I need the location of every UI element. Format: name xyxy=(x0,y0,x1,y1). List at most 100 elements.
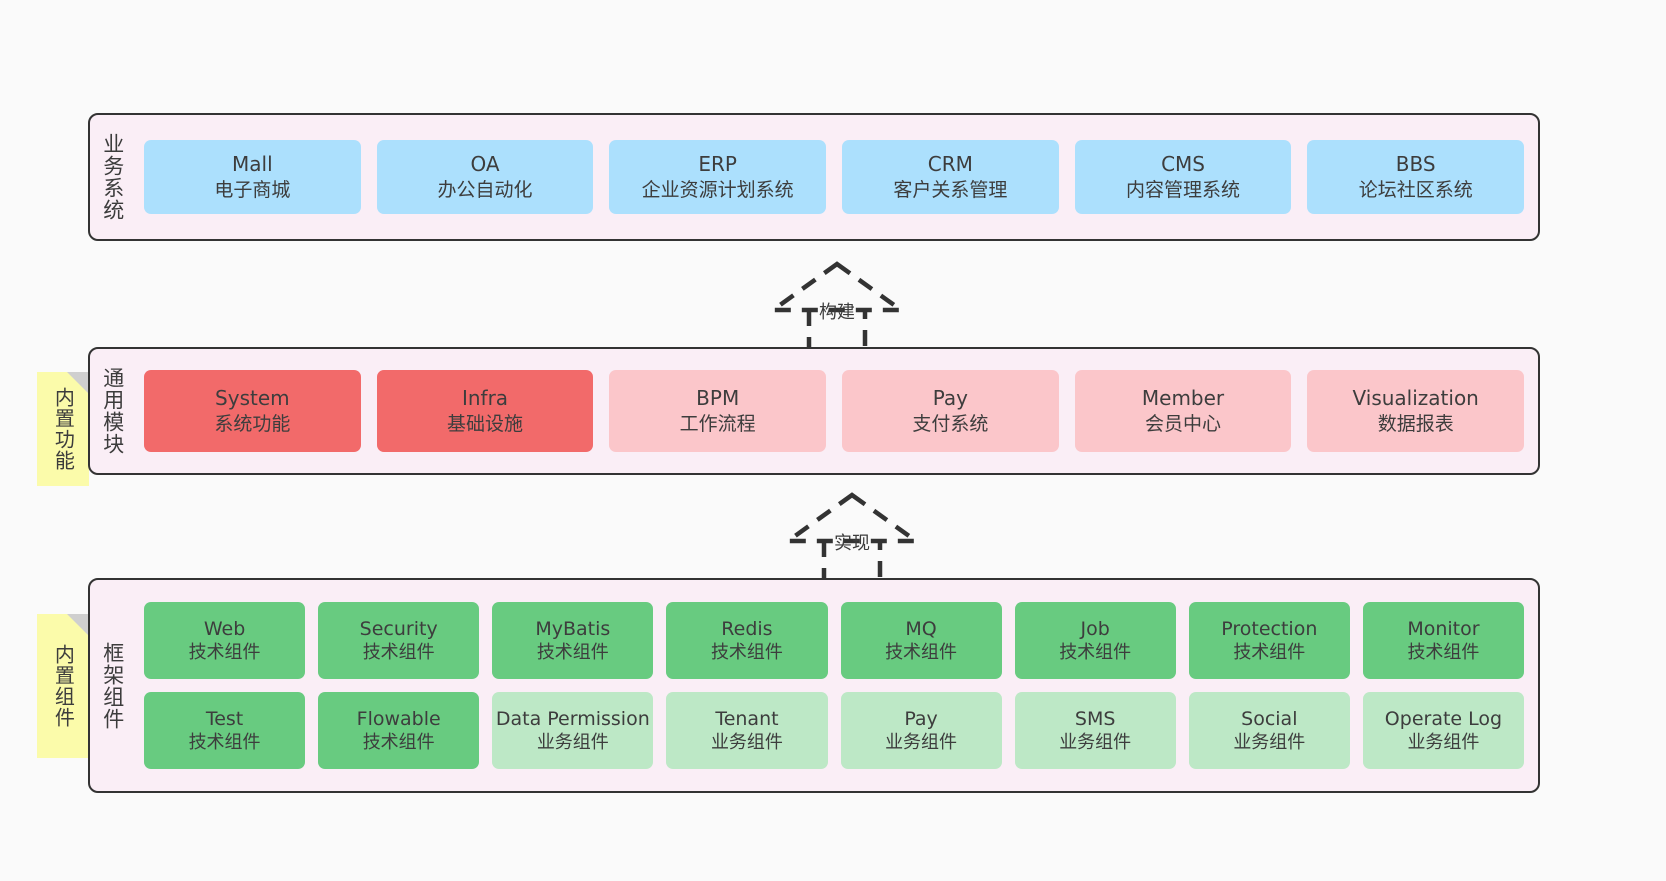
node-oa-en: OA xyxy=(470,152,500,177)
node-bpm-cn: 工作流程 xyxy=(679,412,756,435)
node-mybatis[interactable]: MyBatis 技术组件 xyxy=(492,602,654,679)
node-operate-log-en: Operate Log xyxy=(1384,707,1503,730)
framework-row-technical: Web 技术组件 Security 技术组件 MyBatis 技术组件 Redi… xyxy=(144,602,1524,679)
node-operate-log-cn: 业务组件 xyxy=(1407,732,1480,754)
node-sms-cn: 业务组件 xyxy=(1059,732,1132,754)
node-flowable-cn: 技术组件 xyxy=(362,732,435,754)
node-crm-cn: 客户关系管理 xyxy=(893,178,1008,201)
node-bbs-cn: 论坛社区系统 xyxy=(1358,178,1473,201)
note-builtin-components: 内置组件 xyxy=(37,614,89,758)
node-visualization-cn: 数据报表 xyxy=(1377,412,1454,435)
node-bbs[interactable]: BBS 论坛社区系统 xyxy=(1307,140,1525,214)
connector-realize-arrow: 实现 xyxy=(762,489,942,587)
node-bpm-en: BPM xyxy=(696,386,740,411)
node-visualization[interactable]: Visualization 数据报表 xyxy=(1307,370,1525,452)
node-mq[interactable]: MQ 技术组件 xyxy=(840,602,1002,679)
node-flowable[interactable]: Flowable 技术组件 xyxy=(318,692,480,769)
node-protection-cn: 技术组件 xyxy=(1233,642,1306,664)
framework-row-business: Test 技术组件 Flowable 技术组件 Data Permission … xyxy=(144,692,1524,769)
node-web-cn: 技术组件 xyxy=(188,642,261,664)
node-crm[interactable]: CRM 客户关系管理 xyxy=(842,140,1059,214)
node-job-cn: 技术组件 xyxy=(1059,642,1132,664)
node-job[interactable]: Job 技术组件 xyxy=(1014,602,1176,679)
modules-row: System 系统功能 Infra 基础设施 BPM 工作流程 Pay 支付系统… xyxy=(144,370,1525,452)
layer-business-body: Mall 电子商城 OA 办公自动化 ERP 企业资源计划系统 CRM 客户关系… xyxy=(134,115,1538,239)
node-erp-en: ERP xyxy=(698,152,737,177)
node-cms[interactable]: CMS 内容管理系统 xyxy=(1074,140,1292,214)
note-builtin-features-label: 内置功能 xyxy=(51,387,76,471)
node-tenant-cn: 业务组件 xyxy=(710,732,783,754)
layer-common-modules: 通用模块 System 系统功能 Infra 基础设施 BPM 工作流程 Pay… xyxy=(88,347,1540,475)
node-web[interactable]: Web 技术组件 xyxy=(144,602,306,679)
node-flowable-en: Flowable xyxy=(356,707,441,730)
node-member-cn: 会员中心 xyxy=(1145,412,1222,435)
node-system-cn: 系统功能 xyxy=(214,412,291,435)
node-redis-cn: 技术组件 xyxy=(710,642,783,664)
node-monitor-cn: 技术组件 xyxy=(1407,642,1480,664)
node-visualization-en: Visualization xyxy=(1352,386,1479,411)
node-data-permission[interactable]: Data Permission 业务组件 xyxy=(492,692,654,769)
node-system[interactable]: System 系统功能 xyxy=(144,370,361,452)
node-oa[interactable]: OA 办公自动化 xyxy=(376,140,594,214)
node-member[interactable]: Member 会员中心 xyxy=(1074,370,1292,452)
node-security[interactable]: Security 技术组件 xyxy=(318,602,480,679)
node-security-cn: 技术组件 xyxy=(362,642,435,664)
node-redis[interactable]: Redis 技术组件 xyxy=(666,602,828,679)
layer-modules-body: System 系统功能 Infra 基础设施 BPM 工作流程 Pay 支付系统… xyxy=(134,349,1538,473)
business-row: Mall 电子商城 OA 办公自动化 ERP 企业资源计划系统 CRM 客户关系… xyxy=(144,140,1525,214)
node-cms-cn: 内容管理系统 xyxy=(1126,178,1241,201)
node-member-en: Member xyxy=(1141,386,1225,411)
node-data-permission-cn: 业务组件 xyxy=(536,732,609,754)
node-social[interactable]: Social 业务组件 xyxy=(1188,692,1350,769)
node-mybatis-cn: 技术组件 xyxy=(536,642,609,664)
node-test-en: Test xyxy=(205,707,244,730)
node-protection[interactable]: Protection 技术组件 xyxy=(1188,602,1350,679)
layer-framework-body: Web 技术组件 Security 技术组件 MyBatis 技术组件 Redi… xyxy=(134,580,1538,791)
note-builtin-features: 内置功能 xyxy=(37,372,89,486)
node-monitor[interactable]: Monitor 技术组件 xyxy=(1362,602,1524,679)
layer-business-systems: 业务系统 Mall 电子商城 OA 办公自动化 ERP 企业资源计划系统 CRM… xyxy=(88,113,1540,241)
node-data-permission-en: Data Permission xyxy=(495,707,650,730)
node-pay-module[interactable]: Pay 支付系统 xyxy=(842,370,1059,452)
node-system-en: System xyxy=(215,386,290,411)
node-infra-en: Infra xyxy=(461,386,509,411)
node-tenant-en: Tenant xyxy=(715,707,779,730)
node-operate-log[interactable]: Operate Log 业务组件 xyxy=(1362,692,1524,769)
note-builtin-components-label: 内置组件 xyxy=(51,644,76,728)
layer-framework-title: 框架组件 xyxy=(100,641,125,730)
node-security-en: Security xyxy=(359,617,438,640)
node-job-en: Job xyxy=(1080,617,1110,640)
node-crm-en: CRM xyxy=(927,152,973,177)
node-redis-en: Redis xyxy=(721,617,773,640)
node-bbs-en: BBS xyxy=(1395,152,1436,177)
layer-framework-components: 框架组件 Web 技术组件 Security 技术组件 MyBatis 技术组件… xyxy=(88,578,1540,793)
node-infra-cn: 基础设施 xyxy=(447,412,524,435)
node-web-en: Web xyxy=(203,617,246,640)
node-pay-component-en: Pay xyxy=(904,707,938,730)
layer-modules-title: 通用模块 xyxy=(100,367,125,455)
node-social-cn: 业务组件 xyxy=(1233,732,1306,754)
node-cms-en: CMS xyxy=(1161,152,1205,177)
node-pay-component-cn: 业务组件 xyxy=(885,732,958,754)
node-social-en: Social xyxy=(1241,707,1298,730)
node-infra[interactable]: Infra 基础设施 xyxy=(376,370,594,452)
node-erp[interactable]: ERP 企业资源计划系统 xyxy=(609,140,827,214)
node-mq-en: MQ xyxy=(905,617,937,640)
node-mall-en: Mall xyxy=(232,152,273,177)
node-test[interactable]: Test 技术组件 xyxy=(144,692,306,769)
node-mall[interactable]: Mall 电子商城 xyxy=(144,140,361,214)
node-mybatis-en: MyBatis xyxy=(535,617,611,640)
node-pay-module-cn: 支付系统 xyxy=(912,412,989,435)
connector-build-arrow: 构建 xyxy=(747,258,927,356)
node-monitor-en: Monitor xyxy=(1407,617,1480,640)
node-bpm[interactable]: BPM 工作流程 xyxy=(609,370,827,452)
node-mall-cn: 电子商城 xyxy=(214,178,291,201)
node-mq-cn: 技术组件 xyxy=(885,642,958,664)
node-sms[interactable]: SMS 业务组件 xyxy=(1014,692,1176,769)
node-pay-component[interactable]: Pay 业务组件 xyxy=(840,692,1002,769)
node-oa-cn: 办公自动化 xyxy=(437,178,533,201)
node-test-cn: 技术组件 xyxy=(188,732,261,754)
node-tenant[interactable]: Tenant 业务组件 xyxy=(666,692,828,769)
layer-business-title: 业务系统 xyxy=(100,133,125,221)
